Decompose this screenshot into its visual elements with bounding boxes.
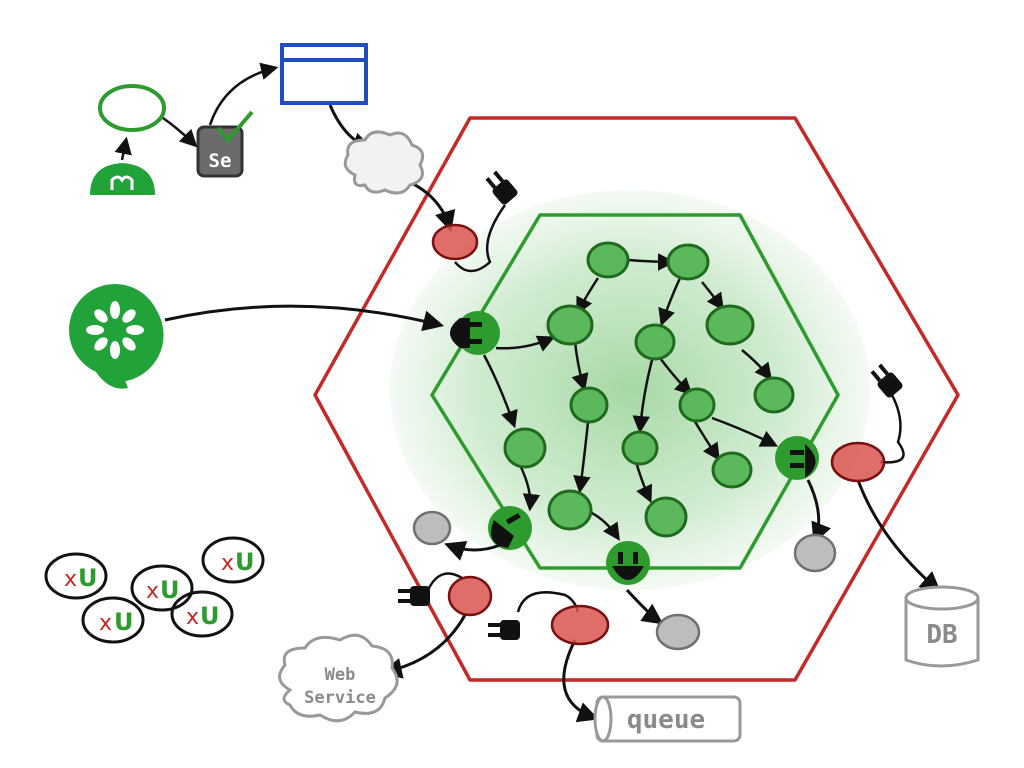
svg-text:x: x: [146, 579, 159, 604]
port-bottom-left: [488, 506, 532, 550]
external-node: [655, 613, 701, 651]
test-scenario-node: [98, 84, 166, 132]
edge: [518, 464, 541, 512]
domain-edges: [482, 253, 779, 541]
edge: [856, 479, 942, 593]
port-left: [450, 311, 500, 355]
edge: [482, 354, 518, 429]
adapter-bottom: [550, 604, 610, 646]
database-icon: DB: [904, 585, 980, 668]
edge: [589, 510, 620, 541]
db-label: DB: [926, 620, 957, 650]
service-label: Service: [304, 688, 376, 708]
web-service-cloud: Web Service: [278, 633, 399, 723]
edge: [571, 341, 589, 392]
domain-node: [644, 496, 688, 538]
cloud-icon: [278, 633, 399, 723]
domain-node: [621, 430, 659, 466]
domain-glow: [390, 190, 870, 590]
domain-node: [569, 386, 609, 424]
edge: [573, 421, 591, 494]
unit-test-icon: x U: [81, 596, 145, 644]
unit-test-icon: x U: [130, 564, 194, 612]
adapter-top: [431, 223, 479, 261]
svg-text:x: x: [99, 611, 112, 636]
edge: [692, 419, 720, 461]
svg-text:U: U: [114, 608, 134, 636]
edge: [164, 304, 445, 332]
plug-icon: [870, 363, 903, 398]
unit-test-icon: x U: [44, 552, 108, 600]
cloud-icon: [343, 130, 425, 195]
edge: [625, 588, 664, 625]
domain-node: [753, 376, 795, 414]
domain-node: [711, 451, 753, 489]
domain-node: [503, 427, 547, 469]
domain-node: [634, 323, 676, 361]
external-node: [412, 510, 452, 546]
port-bottom: [606, 541, 650, 585]
external-nodes: [412, 510, 837, 651]
edge: [634, 461, 653, 504]
svg-text:U: U: [235, 548, 255, 576]
edge: [380, 614, 467, 679]
unit-test-icon: x U: [201, 536, 265, 584]
domain-nodes: [503, 241, 795, 538]
svg-text:U: U: [160, 576, 180, 604]
plug-icon: [398, 586, 430, 606]
svg-text:x: x: [221, 551, 234, 576]
queue-icon: queue: [593, 695, 742, 743]
domain-node: [546, 304, 594, 346]
svg-text:x: x: [64, 567, 77, 592]
queue-label: queue: [627, 705, 705, 735]
adapter-right: [830, 441, 886, 483]
svg-text:U: U: [200, 602, 220, 630]
edge: [632, 359, 654, 434]
outer-hexagon-application-boundary: [313, 116, 960, 682]
plug-icon: [485, 170, 518, 205]
check-icon: [216, 110, 254, 144]
top-left-flow: [90, 62, 279, 195]
unit-test-icon: x U: [170, 590, 234, 638]
edge: [562, 639, 599, 723]
domain-node: [705, 304, 755, 346]
edge: [444, 540, 501, 561]
svg-text:x: x: [186, 605, 199, 630]
adapter-bottom-left: [447, 575, 493, 617]
port-right: [775, 436, 819, 480]
unit-tests-cluster: x U x U x U x U x U: [44, 536, 265, 644]
selenium-label: Se: [209, 150, 232, 172]
domain-node: [586, 241, 630, 279]
selenium-icon: Se: [196, 110, 254, 178]
edge: [658, 277, 682, 327]
domain-node: [666, 243, 710, 281]
external-node: [793, 533, 837, 573]
plug-icon: [488, 620, 520, 640]
edge: [711, 416, 779, 447]
domain-node: [678, 387, 716, 423]
inner-hexagon-domain: [430, 213, 840, 570]
adapters: [431, 223, 886, 646]
svg-text:U: U: [78, 564, 98, 592]
web-label: Web: [325, 665, 356, 685]
browser-window-icon: [280, 43, 368, 105]
edge: [495, 335, 556, 352]
edge: [741, 349, 773, 381]
cucumber-logo-icon: [69, 284, 164, 389]
domain-node: [547, 489, 593, 531]
